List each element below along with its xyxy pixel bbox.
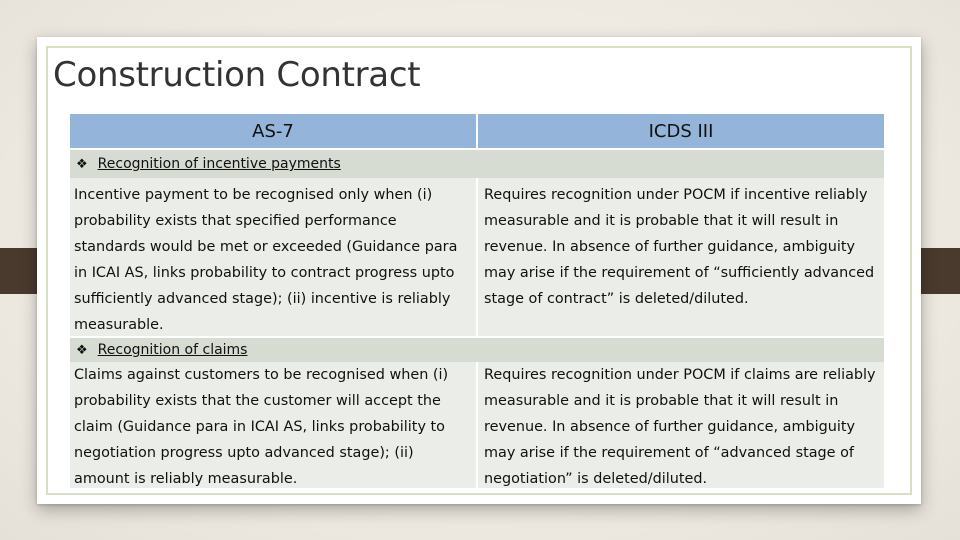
section-heading-row: ❖ Recognition of incentive payments (70, 150, 884, 178)
table-row: Incentive payment to be recognised only … (70, 178, 884, 336)
table-header-row: AS-7 ICDS III (70, 114, 884, 148)
slide-title: Construction Contract (53, 55, 421, 95)
section-heading: Recognition of claims (97, 342, 248, 358)
section-heading: Recognition of incentive payments (97, 156, 341, 172)
icds-cell: Requires recognition under POCM if incen… (478, 178, 884, 336)
slide-frame (46, 46, 912, 495)
slide-card: Construction Contract AS-7 ICDS III ❖ Re… (37, 37, 921, 504)
diamond-bullet-icon: ❖ (76, 342, 88, 358)
comparison-table: AS-7 ICDS III ❖ Recognition of incentive… (70, 114, 884, 488)
header-as7: AS-7 (70, 114, 476, 148)
header-icds: ICDS III (478, 114, 884, 148)
table-row: Claims against customers to be recognise… (70, 362, 884, 488)
as7-cell: Claims against customers to be recognise… (70, 362, 476, 488)
section-heading-row: ❖ Recognition of claims (70, 338, 884, 362)
as7-cell: Incentive payment to be recognised only … (70, 178, 476, 336)
icds-cell: Requires recognition under POCM if claim… (478, 362, 884, 488)
diamond-bullet-icon: ❖ (76, 156, 88, 172)
